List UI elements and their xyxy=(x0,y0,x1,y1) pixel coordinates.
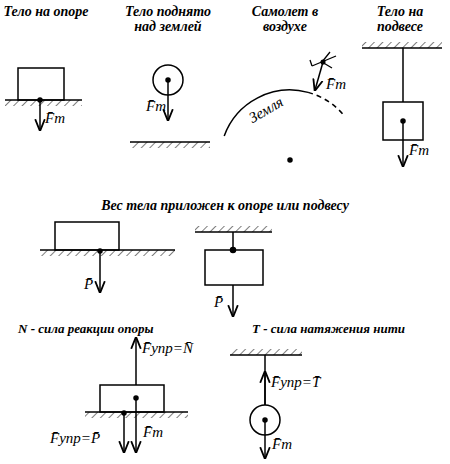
force-label: F̄т xyxy=(45,110,65,127)
suspended-body xyxy=(362,42,442,166)
airplane-earth xyxy=(224,52,343,162)
force-label: F̄упр=P̄ xyxy=(50,430,100,447)
force-label: F̄упр=T̄ xyxy=(271,374,320,391)
heading-text: Тело на опоре xyxy=(3,4,89,19)
heading-text: Тело на подвесе xyxy=(356,4,444,35)
force-label: Земля xyxy=(246,94,286,127)
thread-tension xyxy=(230,349,302,458)
force-label: P̄ xyxy=(84,276,93,293)
force-label: F̄т xyxy=(409,142,429,159)
raised-body xyxy=(130,65,210,148)
force-label: F̄т xyxy=(272,436,292,453)
force-label: F̄т xyxy=(143,424,163,441)
weight-on-suspension xyxy=(195,226,272,316)
heading-text: Тело поднято над землей xyxy=(113,4,223,35)
force-label: F̄т xyxy=(146,98,166,115)
heading-text: Вес тела приложен к опоре или подвесу xyxy=(15,198,435,213)
force-label: F̄упр=N̄ xyxy=(142,340,193,357)
heading-text: Самолет в воздухе xyxy=(238,4,332,35)
force-label: P̄ xyxy=(214,294,223,311)
weight-on-support xyxy=(40,222,175,292)
note-text: T - сила натяжения нити xyxy=(252,322,405,336)
force-label: F̄т xyxy=(326,76,346,93)
note-text: N - сила реакции опоры xyxy=(18,322,154,336)
body-on-support xyxy=(5,68,82,130)
